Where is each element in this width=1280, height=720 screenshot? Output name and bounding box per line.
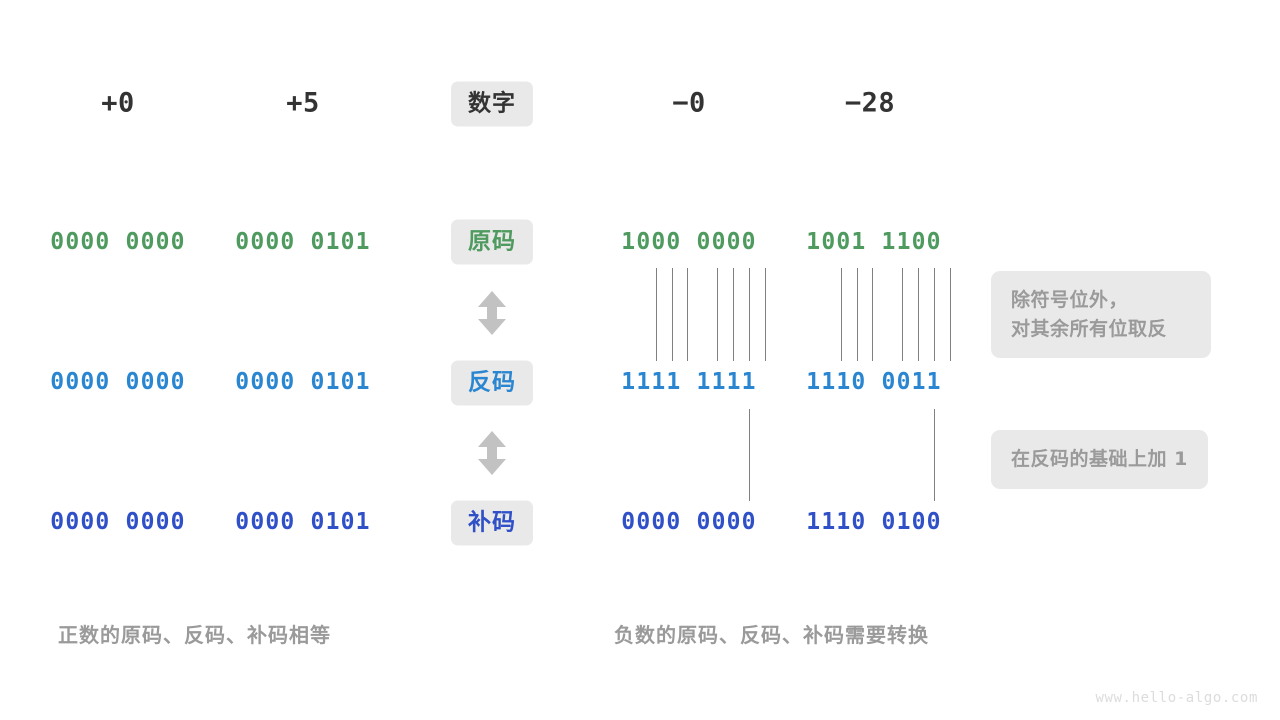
double-arrow-icon-sign-to-ones	[478, 291, 506, 335]
row-label-sign-magnitude: 原码	[451, 219, 533, 265]
header-number-neg0: −0	[672, 87, 706, 119]
header-number-pos0: +0	[101, 87, 135, 119]
connector-line	[687, 268, 688, 361]
bits-ones-complement-pos0: 0000 0000	[50, 369, 186, 395]
bits-twos-complement-pos5: 0000 0101	[235, 509, 371, 535]
connector-line	[765, 268, 766, 361]
header-number-pos5: +5	[286, 87, 320, 119]
bits-sign-magnitude-neg28: 1001 1100	[806, 229, 942, 255]
note-add-one: 在反码的基础上加 1	[991, 430, 1208, 489]
connector-line	[717, 268, 718, 361]
connector-line	[902, 268, 903, 361]
double-arrow-icon-ones-to-twos	[478, 431, 506, 475]
connector-line	[872, 268, 873, 361]
row-label-ones-complement: 反码	[451, 360, 533, 406]
header-number-neg28: −28	[844, 87, 896, 119]
caption-positive: 正数的原码、反码、补码相等	[58, 623, 331, 647]
connector-line	[672, 268, 673, 361]
connector-line	[918, 268, 919, 361]
bits-ones-complement-pos5: 0000 0101	[235, 369, 371, 395]
bits-twos-complement-neg0: 0000 0000	[621, 509, 757, 535]
watermark-url: www.hello-algo.com	[1095, 690, 1258, 706]
connector-line	[749, 409, 750, 501]
connector-line	[934, 268, 935, 361]
connector-line	[857, 268, 858, 361]
connector-line	[749, 268, 750, 361]
note-invert-bits: 除符号位外， 对其余所有位取反	[991, 271, 1211, 358]
connector-line	[733, 268, 734, 361]
bits-ones-complement-neg0: 1111 1111	[621, 369, 757, 395]
connector-line	[934, 409, 935, 501]
bits-twos-complement-neg28: 1110 0100	[806, 509, 942, 535]
connector-line	[656, 268, 657, 361]
bits-sign-magnitude-neg0: 1000 0000	[621, 229, 757, 255]
bits-sign-magnitude-pos5: 0000 0101	[235, 229, 371, 255]
row-label-number: 数字	[451, 81, 533, 127]
connector-line	[841, 268, 842, 361]
caption-negative: 负数的原码、反码、补码需要转换	[614, 623, 929, 647]
bits-twos-complement-pos0: 0000 0000	[50, 509, 186, 535]
row-label-twos-complement: 补码	[451, 500, 533, 546]
bits-sign-magnitude-pos0: 0000 0000	[50, 229, 186, 255]
bits-ones-complement-neg28: 1110 0011	[806, 369, 942, 395]
connector-line	[950, 268, 951, 361]
